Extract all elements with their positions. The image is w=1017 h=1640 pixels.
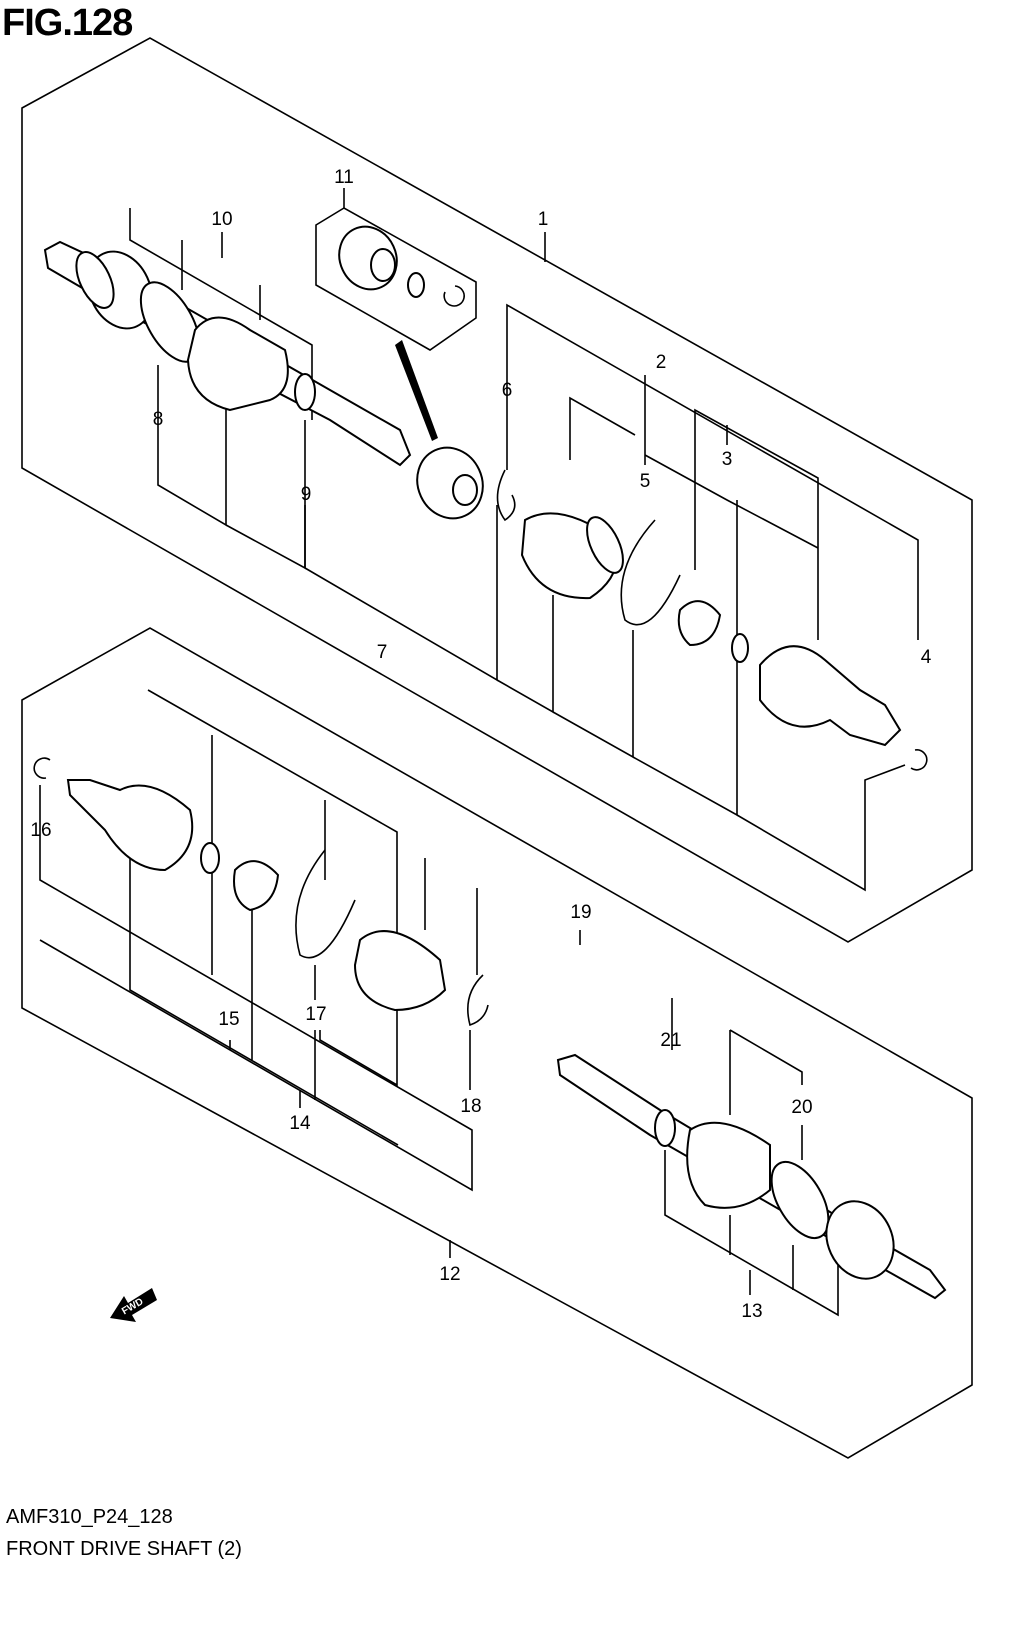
figure-title: FIG.128	[2, 2, 133, 44]
callout-8: 8	[153, 409, 164, 430]
callout-9: 9	[301, 484, 312, 505]
drive-shaft-upper	[43, 225, 928, 771]
callout-1: 1	[538, 209, 549, 230]
callout-15: 15	[218, 1009, 239, 1030]
diagram-code: AMF310_P24_128	[6, 1506, 173, 1528]
callout-labels: 1 2 3 4 5 6 7 8 9 10 11 12 13 14 15 16 1…	[30, 167, 931, 1322]
callout-14: 14	[289, 1113, 311, 1134]
fwd-arrow-icon: FWD	[110, 1288, 157, 1322]
group-outline-upper	[21, 37, 973, 943]
callout-17: 17	[305, 1004, 326, 1025]
callout-12: 12	[439, 1264, 460, 1285]
leader-lines-lower	[39, 689, 839, 1317]
callout-19: 19	[570, 902, 591, 923]
callout-20: 20	[791, 1097, 812, 1118]
callout-7: 7	[377, 642, 388, 663]
leader-lines-upper	[129, 188, 919, 892]
callout-5: 5	[640, 471, 651, 492]
diagram-caption: FRONT DRIVE SHAFT (2)	[6, 1538, 242, 1560]
group-outline-lower	[21, 627, 973, 1459]
callout-13: 13	[741, 1301, 762, 1322]
callout-10: 10	[211, 209, 232, 230]
group-outline-11	[315, 207, 477, 351]
callout-6: 6	[502, 380, 513, 401]
callout-11: 11	[334, 167, 354, 188]
drive-shaft-lower	[33, 757, 947, 1300]
callout-4: 4	[921, 647, 932, 668]
callout-18: 18	[460, 1096, 481, 1117]
callout-3: 3	[722, 449, 733, 470]
callout-16: 16	[30, 820, 51, 841]
callout-21: 21	[660, 1030, 681, 1051]
callout-2: 2	[656, 352, 667, 373]
